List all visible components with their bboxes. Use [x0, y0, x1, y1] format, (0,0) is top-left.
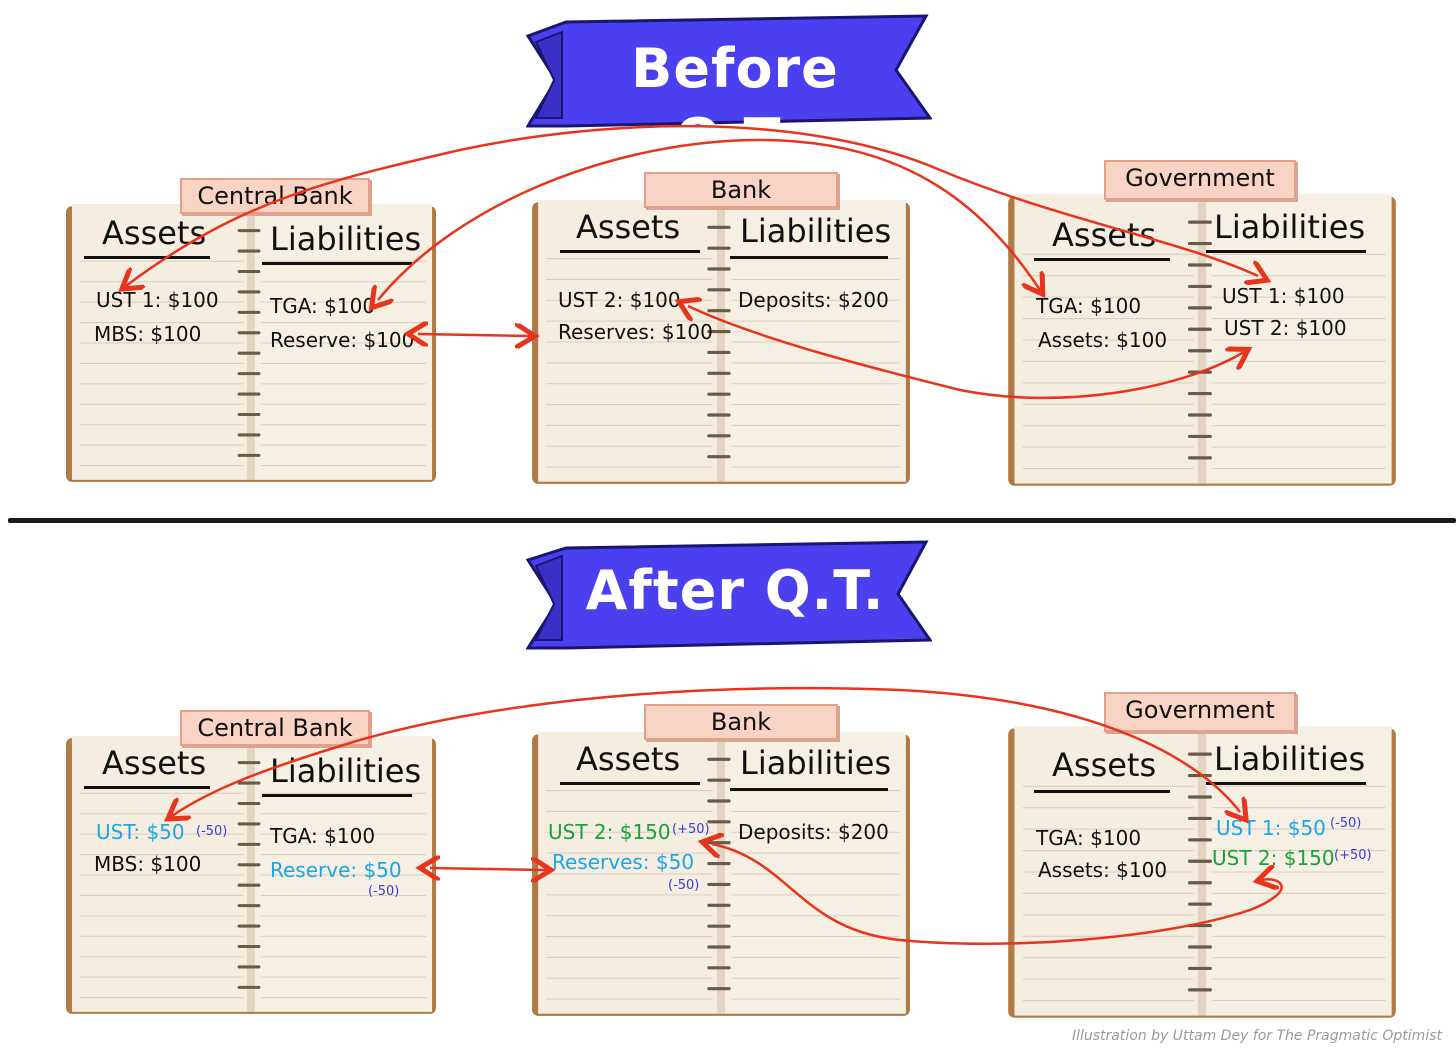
asset-entry: Reserves: $100 — [558, 320, 713, 344]
liabilities-underline — [262, 794, 412, 797]
before-banner-title: Before Q.T. — [631, 37, 839, 170]
assets-underline — [1034, 258, 1170, 261]
liabilities-heading: Liabilities — [270, 752, 422, 790]
liability-entry: TGA: $100 — [270, 824, 376, 848]
liabilities-heading: Liabilities — [270, 220, 422, 258]
asset-entry: TGA: $100 — [1036, 294, 1142, 318]
assets-heading: Assets — [102, 214, 207, 252]
assets-underline — [560, 250, 700, 253]
asset-entry-changed: UST 2: $150 — [548, 820, 671, 844]
after-banner-ribbon — [526, 540, 932, 650]
after-bank-tag: Bank — [644, 704, 838, 740]
liability-entry-changed: Reserve: $50 — [270, 858, 402, 882]
liabilities-heading: Liabilities — [1214, 208, 1366, 246]
assets-heading: Assets — [102, 744, 207, 782]
liabilities-underline — [730, 788, 888, 791]
change-note: (+50) — [1334, 848, 1372, 863]
change-note: (-50) — [1330, 816, 1362, 831]
liabilities-underline — [730, 256, 888, 259]
liability-entry: Reserve: $100 — [270, 328, 415, 352]
assets-heading: Assets — [1052, 216, 1157, 254]
liability-entry: UST 2: $100 — [1224, 316, 1347, 340]
asset-entry: UST 2: $100 — [558, 288, 681, 312]
illustration-credit: Illustration by Uttam Dey for The Pragma… — [1071, 1028, 1442, 1044]
asset-entry-changed: Reserves: $50 — [552, 850, 695, 874]
change-note: (+50) — [672, 822, 710, 837]
change-note: (-50) — [196, 824, 228, 839]
liabilities-heading: Liabilities — [740, 212, 892, 250]
liability-entry-changed: UST 1: $50 — [1216, 816, 1326, 840]
after-banner-title: After Q.T. — [585, 559, 885, 622]
liability-entry: Deposits: $200 — [738, 288, 889, 312]
asset-entry-changed: UST: $50 — [96, 820, 185, 844]
before-central-bank-tag: Central Bank — [180, 178, 370, 214]
liability-entry: TGA: $100 — [270, 294, 376, 318]
before-banner-ribbon — [526, 14, 932, 128]
assets-heading: Assets — [576, 208, 681, 246]
liability-entry-changed: UST 2: $150 — [1212, 846, 1335, 870]
asset-entry: Assets: $100 — [1038, 328, 1168, 352]
liability-entry: UST 1: $100 — [1222, 284, 1345, 308]
liabilities-underline — [1206, 782, 1366, 785]
after-central-bank-tag: Central Bank — [180, 710, 370, 746]
assets-heading: Assets — [576, 740, 681, 778]
assets-underline — [560, 782, 700, 785]
section-divider — [8, 518, 1456, 523]
liabilities-heading: Liabilities — [1214, 740, 1366, 778]
liability-entry: Deposits: $200 — [738, 820, 889, 844]
asset-entry: Assets: $100 — [1038, 858, 1168, 882]
before-bank-tag: Bank — [644, 172, 838, 208]
asset-entry: MBS: $100 — [94, 852, 202, 876]
asset-entry: UST 1: $100 — [96, 288, 219, 312]
assets-underline — [1034, 790, 1170, 793]
assets-heading: Assets — [1052, 746, 1157, 784]
assets-underline — [84, 256, 210, 259]
liabilities-underline — [1206, 250, 1366, 253]
asset-entry: MBS: $100 — [94, 322, 202, 346]
after-government-tag: Government — [1104, 692, 1296, 732]
liabilities-heading: Liabilities — [740, 744, 892, 782]
assets-underline — [84, 786, 210, 789]
liabilities-underline — [262, 262, 412, 265]
change-note: (-50) — [368, 884, 400, 899]
before-government-tag: Government — [1104, 160, 1296, 200]
change-note: (-50) — [668, 878, 700, 893]
asset-entry: TGA: $100 — [1036, 826, 1142, 850]
